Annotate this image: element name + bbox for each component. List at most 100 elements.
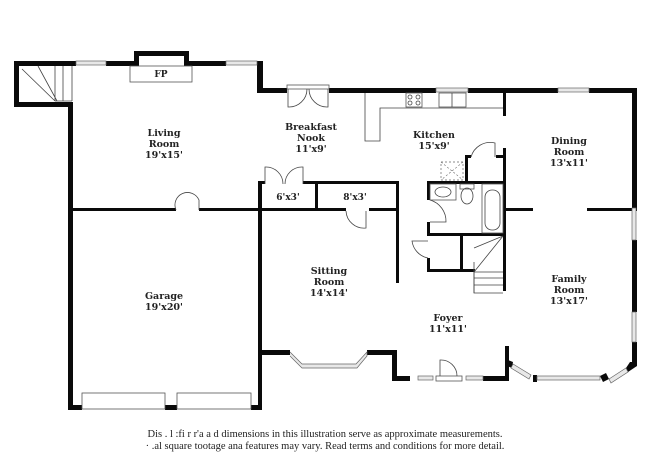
wall [632, 240, 637, 312]
room-label-sitting: Sitting Room 14'x14' [310, 266, 348, 299]
window [631, 311, 637, 343]
garage-entry-door[interactable] [174, 192, 200, 211]
wall [392, 350, 397, 381]
closet-door[interactable] [411, 240, 429, 259]
patio-door-swing [287, 88, 329, 108]
svg-text:11'x9': 11'x9' [295, 144, 326, 155]
svg-text:19'x20': 19'x20' [145, 302, 183, 313]
room-label-breakfast-nook: Breakfast Nook 11'x9' [285, 122, 337, 155]
wall [427, 222, 430, 236]
wall [626, 362, 637, 372]
window [536, 375, 601, 381]
garage-door[interactable] [176, 392, 252, 410]
bathroom-vanity [429, 183, 457, 201]
wall [465, 155, 468, 184]
window [75, 60, 107, 66]
wall [503, 88, 506, 116]
burner [415, 100, 421, 106]
svg-text:Dining: Dining [551, 136, 587, 147]
wall [465, 155, 471, 158]
room-label-kitchen: Kitchen 15'x9' [413, 130, 455, 152]
wall [134, 51, 139, 66]
burner [407, 100, 413, 106]
staircase [21, 65, 73, 102]
window [608, 367, 629, 384]
stove [405, 92, 423, 108]
wall [496, 155, 503, 158]
wall [315, 181, 318, 211]
wall [632, 342, 637, 364]
kitchen-counter [364, 93, 503, 142]
garage-door[interactable] [81, 392, 166, 410]
window [435, 87, 469, 93]
toilet-tank [459, 183, 475, 190]
wall [258, 208, 262, 408]
wall [260, 350, 290, 355]
wall [468, 88, 558, 93]
wall [632, 88, 637, 208]
room-label-foyer: Foyer 11'x11' [429, 313, 467, 335]
wall [329, 88, 436, 93]
room-label-family: Family Room 13'x17' [550, 274, 588, 307]
window [225, 60, 258, 66]
wall [14, 61, 19, 107]
burner [407, 94, 413, 100]
refrigerator-space [440, 161, 464, 181]
front-door[interactable] [435, 375, 463, 382]
svg-text:Family: Family [551, 274, 587, 285]
svg-text:11'x11': 11'x11' [429, 324, 467, 335]
wall [251, 405, 262, 410]
closet-door[interactable] [264, 166, 304, 185]
wall [427, 258, 430, 271]
wall [165, 405, 177, 410]
wall [369, 208, 399, 211]
svg-text:14'x14': 14'x14' [310, 288, 348, 299]
svg-text:Room: Room [554, 285, 585, 296]
wall [262, 181, 265, 184]
wall [262, 208, 346, 211]
refrigerator-space [440, 161, 464, 181]
room-label-garage: Garage 19'x20' [145, 291, 183, 313]
wall [184, 61, 226, 66]
svg-text:19'x15': 19'x15' [145, 150, 183, 161]
wall [427, 181, 430, 200]
staircase [473, 235, 504, 294]
bathroom-sink [434, 186, 452, 198]
wall [427, 269, 475, 272]
bay-window [289, 351, 368, 369]
wall [483, 376, 509, 381]
closet-label: 8'x3' [343, 193, 366, 203]
svg-text:Garage: Garage [145, 291, 183, 302]
svg-text:Sitting: Sitting [311, 266, 348, 277]
room-label-dining: Dining Room 13'x11' [550, 136, 588, 169]
wall [106, 61, 136, 66]
svg-text:15'x9': 15'x9' [418, 141, 449, 152]
patio-door[interactable] [286, 84, 330, 90]
wall [589, 88, 637, 93]
front-door-swing [439, 359, 458, 377]
disclaimer-line-1: Dis . l :fi r r'a a d dimensions in this… [147, 429, 503, 440]
wall [184, 51, 189, 66]
wall [587, 208, 637, 211]
fireplace [129, 65, 193, 83]
bathroom-door[interactable] [429, 199, 447, 223]
wall [427, 233, 503, 236]
svg-text:Breakfast: Breakfast [285, 122, 337, 133]
wall [503, 208, 533, 211]
svg-text:Foyer: Foyer [433, 313, 463, 324]
closet-label: 6'x3' [276, 193, 299, 203]
pantry-door[interactable] [470, 142, 496, 158]
burner [415, 94, 421, 100]
svg-text:Room: Room [149, 139, 180, 150]
wall [72, 208, 176, 211]
wall [257, 88, 287, 93]
window [510, 363, 532, 380]
wall [258, 181, 262, 211]
wall [600, 373, 609, 382]
closet-door[interactable] [345, 210, 367, 229]
wall [392, 376, 410, 381]
wall [257, 61, 263, 92]
svg-text:Nook: Nook [297, 133, 325, 144]
svg-text:Room: Room [314, 277, 345, 288]
